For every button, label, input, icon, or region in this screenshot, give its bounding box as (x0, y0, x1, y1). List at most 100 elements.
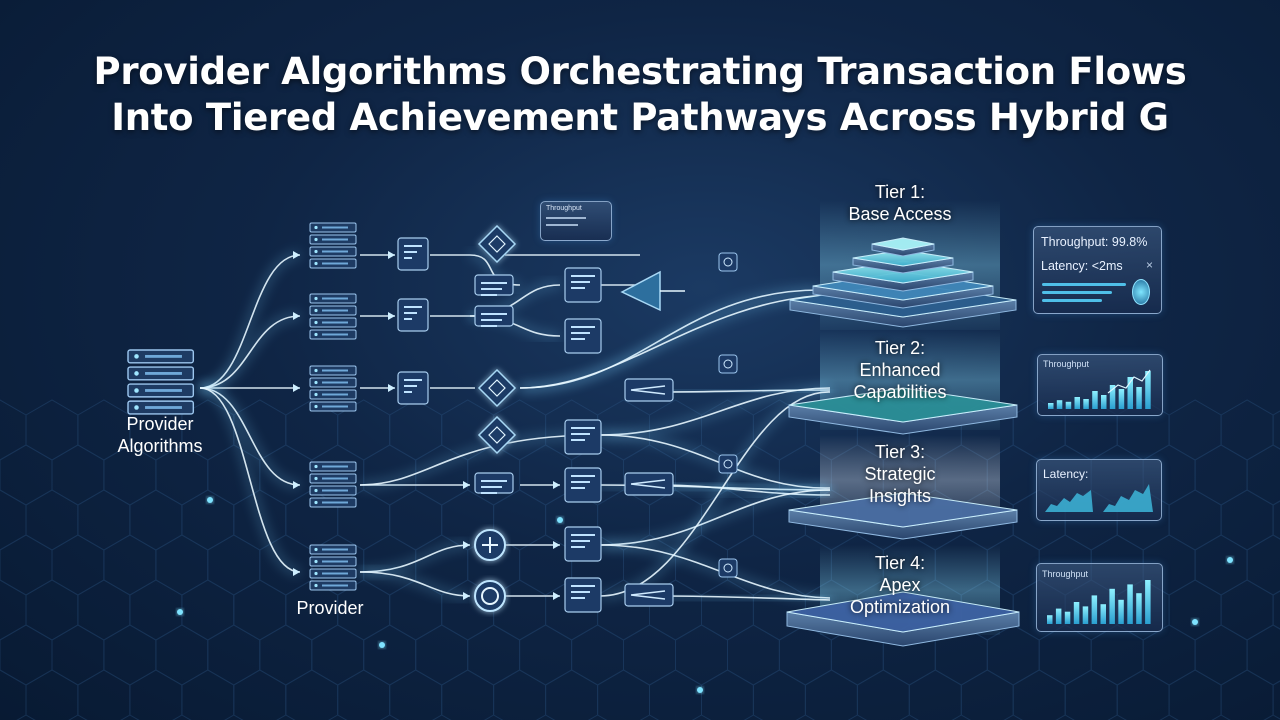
queue-box-icon (474, 274, 514, 296)
process-box-line (404, 385, 417, 387)
queue-box-icon (474, 472, 514, 494)
hex-cell (233, 399, 287, 461)
drop-icon (1132, 279, 1150, 305)
decision-diamond-icon (477, 415, 517, 455)
process-box-frame (564, 318, 602, 354)
process-box-line (571, 287, 585, 289)
hex-cell (1220, 669, 1274, 720)
transaction-flow-lines (199, 252, 831, 603)
hex-cell (1246, 534, 1280, 596)
hex-cell (1168, 669, 1222, 720)
process-box-line (571, 585, 595, 587)
arrowhead (293, 481, 300, 489)
grid-node-dot (207, 497, 213, 503)
process-box-line (571, 281, 590, 283)
process-box-line (481, 480, 507, 482)
router-lines (630, 385, 666, 395)
grid-node-dot (379, 642, 385, 648)
server-slot (322, 262, 348, 265)
arrowhead (463, 481, 470, 489)
hex-cell (1168, 489, 1222, 551)
hex-cell (1272, 500, 1280, 540)
provider-label-line1: Provider (126, 414, 194, 434)
merge-triangle-icon (620, 270, 661, 312)
arrowhead (293, 312, 300, 320)
process-box-line (481, 288, 502, 290)
tier-3-heading: Tier 3: (874, 442, 926, 462)
panel-bar (1127, 584, 1133, 624)
hex-cell (285, 669, 339, 720)
panel-bar (1109, 385, 1116, 409)
router-box-icon (624, 472, 674, 496)
flow-line (359, 571, 471, 597)
hex-cell (363, 444, 417, 506)
panel-bar (1083, 399, 1089, 409)
process-box-line (571, 481, 590, 483)
arrowhead (388, 251, 395, 259)
hex-cell (233, 579, 287, 641)
server-slot (145, 372, 182, 375)
badge-frame (718, 354, 738, 374)
hex-cell (103, 444, 157, 506)
server-led (314, 332, 318, 337)
server-slot (145, 389, 182, 392)
hex-cell (1194, 444, 1248, 506)
hex-cell (77, 489, 131, 551)
tier-2-name-line1: Enhanced (859, 360, 941, 380)
server-slot (322, 381, 348, 384)
server-slot (322, 333, 348, 336)
metrics-panel-4: Throughput (1036, 563, 1163, 632)
tier-4-slab (786, 591, 1020, 647)
tier-3-name-line2: Insights (868, 486, 932, 506)
slab-top (788, 387, 1018, 423)
hex-cell (155, 624, 209, 686)
hex-cell (25, 669, 79, 720)
router-frame (624, 378, 674, 402)
hex-cell (129, 669, 183, 720)
hex-cell (389, 399, 443, 461)
panel-2-bar-chart (1048, 369, 1151, 409)
server-slot (322, 321, 348, 324)
server-led (314, 583, 318, 588)
hex-cell (77, 669, 131, 720)
panel-bar (1127, 377, 1133, 409)
metric-bar-2 (1042, 291, 1112, 294)
process-box-frame (564, 419, 602, 455)
process-box-line (481, 313, 507, 315)
hex-cell (1246, 444, 1280, 506)
panel-bar (1101, 395, 1107, 409)
server-stack-icon (309, 461, 357, 508)
panel-bar (1145, 371, 1151, 409)
process-box-frame (397, 371, 429, 405)
server-slot (322, 369, 348, 372)
panel-bar (1073, 602, 1080, 624)
title-line-1: Provider Algorithms Orchestrating Transa… (93, 50, 1187, 93)
arrowhead (293, 384, 300, 392)
panel-4-label: Throughput (1042, 569, 1089, 579)
hex-cell (1012, 669, 1066, 720)
process-box-frame (474, 274, 514, 296)
hex-cell (103, 624, 157, 686)
badge-frame (718, 252, 738, 272)
hex-cell (103, 534, 157, 596)
server-led (314, 308, 318, 313)
close-icon[interactable]: × (1146, 258, 1154, 272)
panel-3-label: Latency: (1043, 467, 1089, 481)
hex-cell (1194, 624, 1248, 686)
server-slot (322, 309, 348, 312)
server-led (134, 388, 139, 393)
panel-bar (1145, 580, 1151, 624)
slab-top (788, 492, 1018, 528)
hex-cell (363, 624, 417, 686)
server-led (314, 261, 318, 266)
tier-4-heading: Tier 4: (874, 553, 926, 573)
diamond-shape (477, 368, 517, 408)
process-box-line (571, 546, 585, 548)
server-led (314, 547, 318, 552)
hex-cell (752, 669, 806, 720)
server-slot (322, 501, 348, 504)
plus-circle-icon (474, 529, 506, 561)
hex-cell (597, 669, 650, 720)
hex-cell (77, 579, 131, 641)
